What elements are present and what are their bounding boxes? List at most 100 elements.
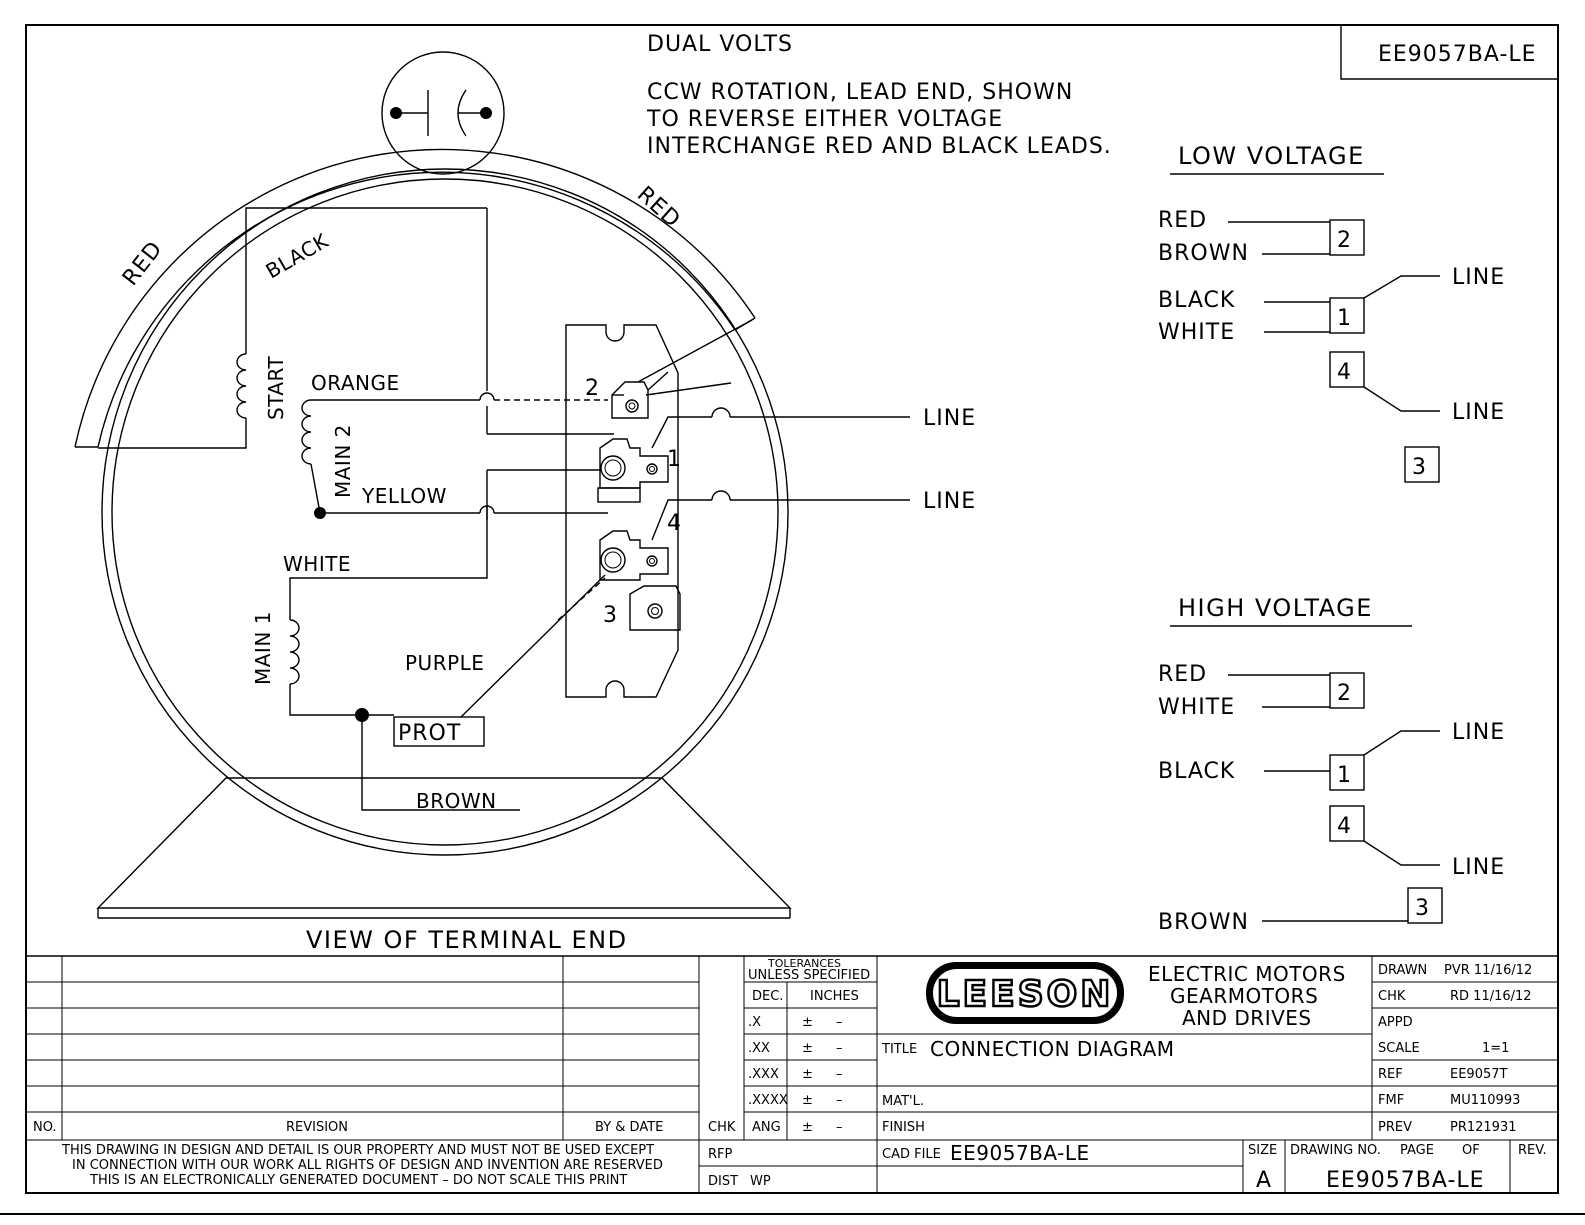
terminal-label-2: 2 xyxy=(585,376,600,401)
tol-dash: – xyxy=(836,1041,843,1056)
low-terminal-1-label: 1 xyxy=(1337,306,1352,331)
label-black: BLACK xyxy=(262,228,333,283)
label-main2-winding: MAIN 2 xyxy=(331,424,355,498)
finish-label: FINISH xyxy=(882,1120,925,1135)
info-label-drawn: DRAWN xyxy=(1378,963,1427,978)
terminal-label-3: 3 xyxy=(603,603,618,628)
high-terminal-1-label: 1 xyxy=(1337,763,1352,788)
label-start-winding: START xyxy=(264,356,288,420)
red-lead-arc-outer xyxy=(74,148,756,448)
low-terminal-4-label: 4 xyxy=(1337,360,1352,385)
sheet-border xyxy=(25,24,1559,1194)
main1-winding-coil xyxy=(289,619,300,685)
prot-box xyxy=(393,716,485,747)
red-lead-arc-inner xyxy=(97,171,736,448)
company-line-2: GEARMOTORS xyxy=(1170,984,1318,1008)
label-brown: BROWN xyxy=(416,789,497,813)
tol-row-xxx: .XXX xyxy=(748,1067,779,1082)
view-caption: VIEW OF TERMINAL END xyxy=(306,926,628,954)
info-value-scale: 1=1 xyxy=(1482,1041,1509,1056)
rev-header-revision: REVISION xyxy=(286,1120,348,1135)
tol-dash: – xyxy=(836,1093,843,1108)
rev-header-by-date: BY & DATE xyxy=(595,1120,663,1135)
rfp-label: RFP xyxy=(708,1147,733,1162)
tol-header-1: TOLERANCES xyxy=(767,957,841,970)
logo-text: LEESON xyxy=(937,974,1114,1015)
wire-black xyxy=(245,207,487,354)
label-main1-winding: MAIN 1 xyxy=(251,611,275,685)
low-terminal-3 xyxy=(1404,446,1440,483)
terminal-label-1: 1 xyxy=(667,447,682,472)
tol-row-x: .X xyxy=(748,1015,761,1030)
high-lead-0: RED xyxy=(1158,662,1207,687)
low-voltage-diagram: LOW VOLTAGE RED BROWN BLACK WHITE 2 1 4 … xyxy=(1158,142,1505,483)
tol-pm: ± xyxy=(802,1041,813,1056)
leeson-logo: LEESON xyxy=(926,962,1124,1024)
low-terminal-3-label: 3 xyxy=(1412,455,1427,480)
tol-row-ang: ANG xyxy=(752,1120,781,1135)
start-winding-coil xyxy=(236,353,247,419)
terminal-1[interactable] xyxy=(599,438,669,489)
size-label: SIZE xyxy=(1248,1143,1277,1158)
rev-header-no: NO. xyxy=(33,1120,57,1135)
info-value-drawn: PVR 11/16/12 xyxy=(1444,963,1532,978)
low-terminal-2-label: 2 xyxy=(1337,228,1352,253)
high-voltage-title: HIGH VOLTAGE xyxy=(1178,594,1373,622)
label-white: WHITE xyxy=(283,552,351,576)
tol-dec: DEC. xyxy=(752,989,783,1004)
note-line-2: TO REVERSE EITHER VOLTAGE xyxy=(646,107,1003,132)
low-terminal-2 xyxy=(1329,219,1365,256)
tol-row-xxxx: .XXXX xyxy=(748,1093,788,1108)
high-line-b: LINE xyxy=(1452,855,1505,880)
terminal-4[interactable] xyxy=(599,530,669,581)
info-label-ref: REF xyxy=(1378,1067,1403,1082)
high-line-a: LINE xyxy=(1452,720,1505,745)
tol-values: ± – ± – ± – ± – ± – xyxy=(802,1015,843,1135)
capacitor-terminal-right xyxy=(480,107,492,119)
info-value-fmf: MU110993 xyxy=(1450,1093,1520,1108)
tol-pm: ± xyxy=(802,1015,813,1030)
company-line-1: ELECTRIC MOTORS xyxy=(1148,962,1346,986)
label-orange: ORANGE xyxy=(311,371,400,395)
high-lead-2: BLACK xyxy=(1158,759,1235,784)
label-prot: PROT xyxy=(398,721,461,746)
note-line-3: INTERCHANGE RED AND BLACK LEADS. xyxy=(647,134,1112,159)
disclaimer-line-3: THIS IS AN ELECTRONICALLY GENERATED DOCU… xyxy=(89,1173,627,1188)
page-label: PAGE xyxy=(1400,1143,1434,1158)
tol-dash: – xyxy=(836,1015,843,1030)
drawing-title: CONNECTION DIAGRAM xyxy=(930,1037,1175,1061)
low-lead-1: BROWN xyxy=(1158,241,1249,266)
wire-brown xyxy=(361,715,520,811)
terminal-board xyxy=(565,324,679,698)
cad-file-value: EE9057BA-LE xyxy=(950,1141,1090,1165)
low-line-b: LINE xyxy=(1452,400,1505,425)
company-line-3: AND DRIVES xyxy=(1182,1006,1312,1030)
note-line-1: CCW ROTATION, LEAD END, SHOWN xyxy=(647,80,1073,105)
tol-header-2: UNLESS SPECIFIED xyxy=(748,968,870,983)
rev-header-chk: CHK xyxy=(708,1120,736,1135)
drawing-no-label: DRAWING NO. xyxy=(1290,1143,1381,1158)
terminal-3[interactable] xyxy=(629,585,681,631)
main2-winding-coil xyxy=(301,399,312,465)
tol-pm: ± xyxy=(802,1093,813,1108)
wire-purple xyxy=(460,574,606,718)
high-terminal-4 xyxy=(1329,805,1365,842)
tol-dash: – xyxy=(836,1120,843,1135)
info-label-chk: CHK xyxy=(1378,989,1406,1004)
low-lead-3: WHITE xyxy=(1158,320,1235,345)
info-value-prev: PR121931 xyxy=(1450,1120,1517,1135)
wire-white xyxy=(289,470,488,620)
high-terminal-3-label: 3 xyxy=(1415,896,1430,921)
drawing-id-text: EE9057BA-LE xyxy=(1378,42,1537,67)
motor-housing-inner xyxy=(111,178,779,846)
high-terminal-4-label: 4 xyxy=(1337,814,1352,839)
label-line-top: LINE xyxy=(923,406,976,431)
high-terminal-2-label: 2 xyxy=(1337,681,1352,706)
terminal-label-4: 4 xyxy=(667,511,682,536)
label-line-bottom: LINE xyxy=(923,489,976,514)
tol-dash: – xyxy=(836,1067,843,1082)
capacitor-housing xyxy=(381,51,505,175)
high-lead-1: WHITE xyxy=(1158,695,1235,720)
capacitor-terminal-left xyxy=(390,107,402,119)
